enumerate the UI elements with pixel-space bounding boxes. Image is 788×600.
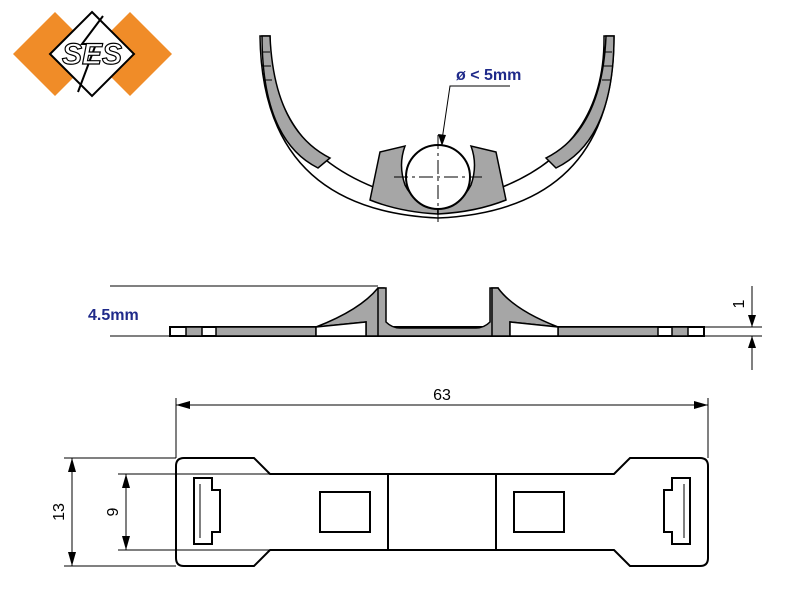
logo-text: SES	[62, 38, 122, 71]
side-view: 4.5mm 1	[88, 285, 762, 370]
height-note: 4.5mm	[88, 307, 139, 324]
side-segment	[215, 326, 317, 337]
height-label: 13	[51, 503, 68, 521]
side-right-arm	[491, 287, 559, 337]
diameter-arrow	[438, 134, 446, 146]
height-arrow	[68, 458, 76, 472]
side-segment	[671, 326, 689, 337]
top-view: ø < 5mm	[259, 35, 615, 222]
thickness-label: 1	[731, 299, 748, 308]
side-left-web	[315, 321, 367, 337]
plan-view: 63 13 9	[51, 387, 709, 567]
left-window	[319, 491, 371, 533]
side-segment	[557, 326, 659, 337]
thickness-arrow	[748, 336, 756, 348]
diameter-leader	[441, 85, 510, 141]
length-arrow	[176, 401, 190, 409]
diameter-note: ø < 5mm	[456, 67, 521, 84]
right-window	[513, 491, 565, 533]
ses-logo: SES	[13, 10, 172, 98]
side-segment	[185, 326, 203, 337]
side-right-web	[509, 321, 559, 337]
strap-outline	[175, 457, 709, 567]
right-end-slot	[663, 477, 691, 545]
inner-height-label: 9	[105, 507, 122, 516]
length-arrow	[694, 401, 708, 409]
logo-lightning-icon	[77, 15, 104, 93]
length-label: 63	[433, 387, 451, 404]
arc-left-arm	[261, 35, 332, 169]
side-center-channel	[377, 287, 499, 337]
height-arrow	[68, 552, 76, 566]
inner-arrow	[122, 474, 130, 488]
inner-arrow	[122, 536, 130, 550]
left-end-slot	[193, 477, 221, 545]
thickness-arrow	[748, 315, 756, 327]
arc-right-arm	[544, 35, 615, 169]
